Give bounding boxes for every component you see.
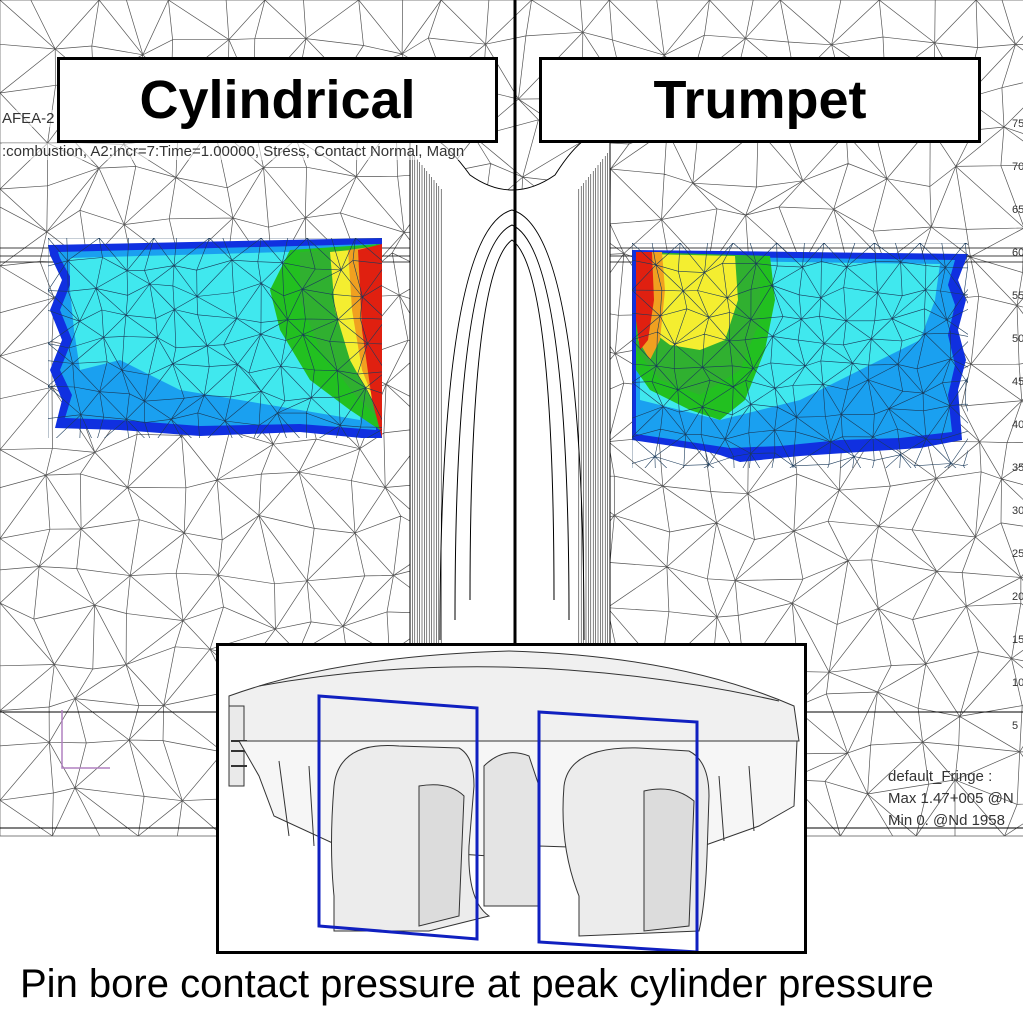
right-contour-yellow <box>645 254 738 350</box>
legend-tick-label: 10 <box>1012 677 1023 689</box>
right-contour-red <box>636 252 654 350</box>
right-contour-plot <box>632 243 968 468</box>
fea-project-label: AFEA-2 <box>2 110 55 127</box>
pin-boss-center <box>409 134 611 661</box>
legend-tick-label: 20 <box>1012 591 1023 603</box>
legend-name: default_Fringe : <box>888 768 993 785</box>
mesh-lines <box>48 238 382 438</box>
cylindrical-title: Cylindrical <box>57 57 498 143</box>
legend-min: Min 0. @Nd 1958 <box>888 812 1005 829</box>
left-section-frame <box>317 694 479 941</box>
legend-tick-label: 25 <box>1012 548 1023 560</box>
piston-3d-drawing <box>228 650 800 951</box>
fringe-legend: default_Fringe : Max 1.47+005 @N Min 0. … <box>888 766 1014 832</box>
figure-caption: Pin bore contact pressure at peak cylind… <box>20 962 934 1006</box>
legend-tick-label: 70 <box>1012 161 1023 173</box>
legend-tick-label: 30 <box>1012 505 1023 517</box>
right-section-frame <box>537 710 699 951</box>
mesh-lines <box>632 243 968 468</box>
legend-tick-label: 75 <box>1012 118 1023 130</box>
piston-3d-inset <box>216 643 807 954</box>
legend-tick-label: 45 <box>1012 376 1023 388</box>
legend-tick-label: 65 <box>1012 204 1023 216</box>
legend-max: Max 1.47+005 @N <box>888 790 1014 807</box>
left-contour-plot <box>48 238 382 438</box>
legend-tick-label: 60 <box>1012 247 1023 259</box>
coordinate-axis-triad <box>61 710 110 769</box>
legend-tick-label: 35 <box>1012 462 1023 474</box>
left-pin-boss <box>331 745 491 932</box>
center-web <box>483 752 540 907</box>
legend-tick-label: 55 <box>1012 290 1023 302</box>
trumpet-title: Trumpet <box>539 57 981 143</box>
legend-tick-label: 50 <box>1012 333 1023 345</box>
fea-result-info: :combustion, A2:Incr=7:Time=1.00000, Str… <box>2 143 465 160</box>
legend-tick-label: 40 <box>1012 419 1023 431</box>
left-contour-red <box>358 244 382 438</box>
legend-tick-label: 5 <box>1012 720 1019 732</box>
legend-tick-label: 15 <box>1012 634 1023 646</box>
piston-crown <box>228 650 800 742</box>
